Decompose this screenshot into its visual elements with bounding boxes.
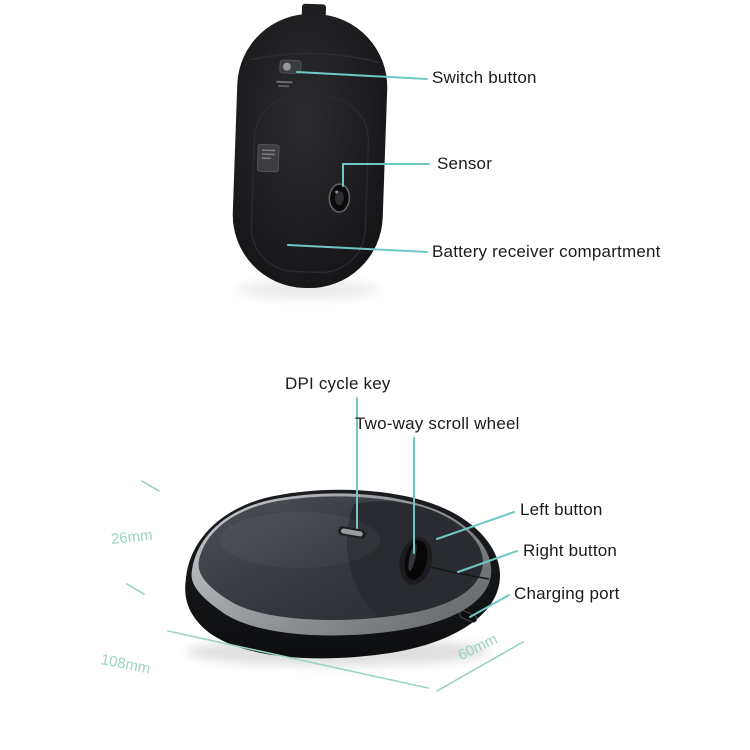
label-charging-port: Charging port — [514, 584, 620, 603]
scroll-wheel — [399, 537, 433, 585]
dpi-key — [337, 526, 366, 539]
label-switch-button: Switch button — [432, 68, 537, 87]
dim-tick-height-top — [141, 480, 160, 492]
top-seam — [248, 52, 380, 64]
dim-tick-height-bottom — [126, 583, 145, 595]
label-battery-compartment: Battery receiver compartment — [432, 242, 661, 261]
callout-line-charging-port — [469, 594, 510, 618]
mouse-bottom-view — [232, 3, 388, 299]
label-scroll-wheel: Two-way scroll wheel — [355, 414, 520, 433]
button-seam — [429, 566, 490, 580]
charging-port — [459, 610, 478, 623]
label-left-button: Left button — [520, 500, 603, 519]
plate-highlight — [220, 512, 380, 568]
callout-line-battery — [287, 244, 428, 253]
switch-label-marks — [276, 80, 293, 84]
callout-line-right-button — [457, 550, 518, 573]
dim-line-width — [436, 641, 524, 692]
callout-line-left-button — [436, 511, 515, 540]
mouse-underside-body — [232, 13, 388, 289]
power-switch — [276, 59, 302, 88]
mouse-top-view — [185, 489, 501, 666]
optical-sensor — [328, 183, 351, 213]
callout-line-switch-button — [296, 71, 428, 80]
mouse-shadow — [236, 281, 380, 299]
label-sensor: Sensor — [437, 154, 493, 173]
regulatory-sticker — [256, 143, 280, 173]
label-dpi-cycle-key: DPI cycle key — [285, 374, 391, 393]
switch-label-marks — [278, 84, 290, 88]
dim-line-length — [167, 630, 429, 689]
battery-cover-seam — [250, 94, 370, 274]
label-right-button: Right button — [523, 541, 618, 560]
callout-line-sensor — [342, 163, 430, 187]
